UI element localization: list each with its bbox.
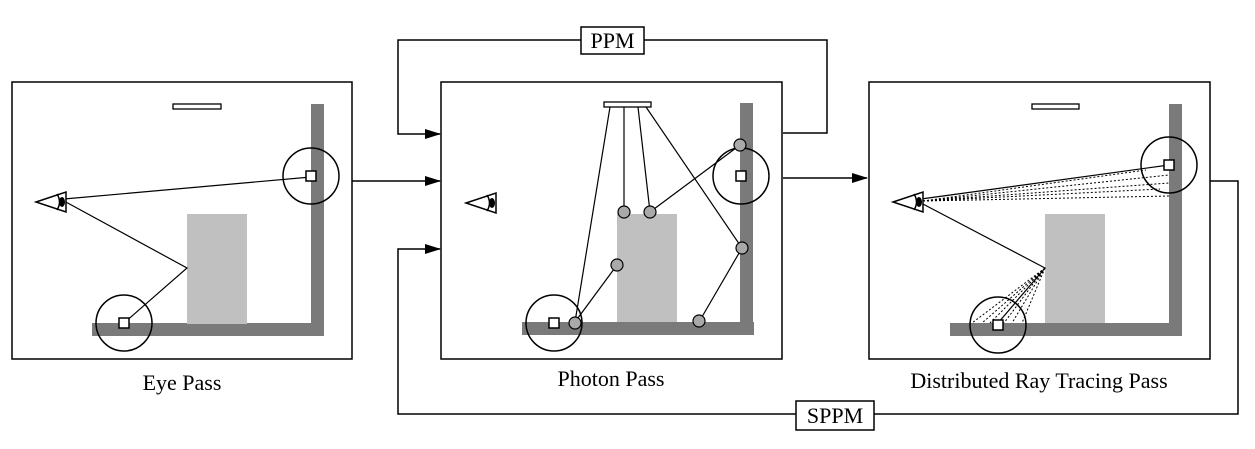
ray [63,176,312,200]
search-radius-circle [525,294,583,352]
search-radius-circle [95,294,153,352]
photon-path [574,264,618,323]
box-object [617,214,677,322]
hit-point [118,317,130,329]
sppm-label-box [795,400,875,431]
ppm-loop-line [644,39,828,134]
search-radius-circle [282,147,340,205]
distributed-rays-floor [971,267,1046,324]
light-source [1031,103,1080,110]
distributed-rays-wall [922,169,1170,202]
photon [733,138,747,152]
panel-caption: Photon Pass [558,366,665,391]
box-object [187,214,247,324]
hit-point [1163,159,1175,171]
search-radius-circle [1140,136,1198,194]
photon-pass-panel: Photon Pass [440,81,783,391]
sppm-label: SPPM [807,403,863,428]
box-object [1045,214,1105,323]
eye-pass-panel: Eye Pass [11,81,353,395]
photon [568,316,582,330]
panel-frame [868,81,1211,360]
light-source [603,101,652,108]
search-radius-circle [969,296,1027,354]
photon-path [637,106,651,213]
photon-path [574,106,611,323]
panel-frame [11,81,353,360]
floor [950,323,1182,336]
hit-point [548,317,560,329]
photon [617,205,631,219]
panel-caption: Eye Pass [143,370,222,395]
light-source [172,103,222,110]
connectors: PPM SPPM [352,26,1239,431]
ray [920,164,1170,200]
photon [643,205,657,219]
wall [740,103,753,335]
hit-point [992,319,1004,331]
distributed-pass-panel: Distributed Ray Tracing Pass [868,81,1211,393]
hit-point [735,170,747,182]
panel-frame [440,81,783,360]
sppm-loop-line [874,180,1239,415]
photon [692,314,706,328]
ppm-label-box [580,26,645,55]
wall [311,104,324,336]
ppm-loop-line-left [397,39,581,139]
photon [735,241,749,255]
photon-path [649,144,741,213]
hit-point [305,170,317,182]
panel-caption: Distributed Ray Tracing Pass [910,368,1167,393]
ppm-label: PPM [590,28,634,53]
photon [610,258,624,272]
sppm-loop-line-left [397,244,796,415]
